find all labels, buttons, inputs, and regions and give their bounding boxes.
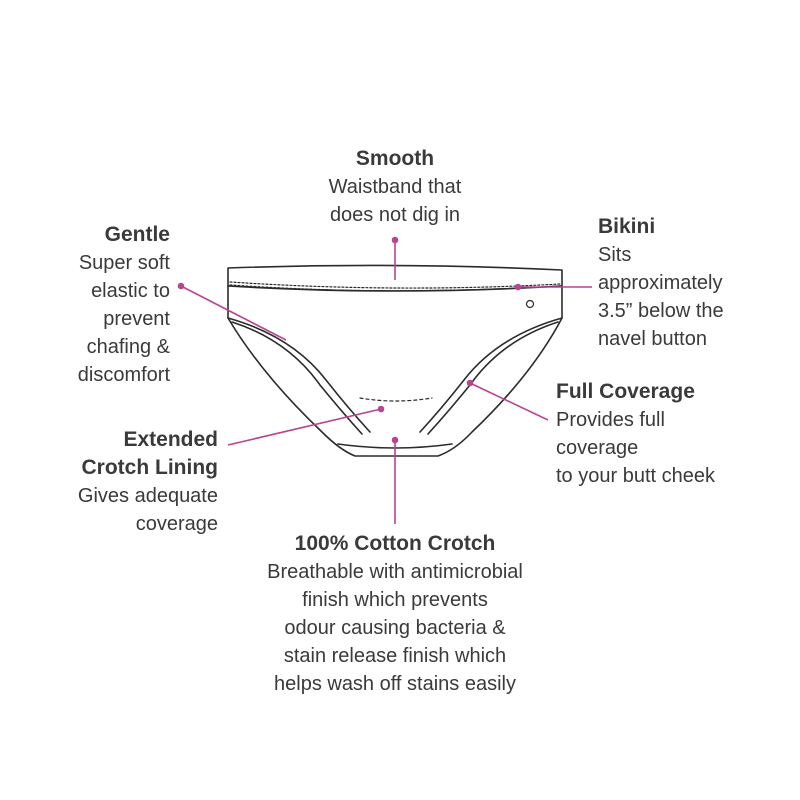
leader-full-coverage [469,382,549,421]
callout-extended-crotch-desc: Gives adequate coverage [77,485,218,535]
callout-cotton-crotch-title: 100% Cotton Crotch [294,532,496,555]
left-leg-inner [231,321,363,435]
leader-gentle-dot [177,282,185,290]
callout-cotton-crotch: 100% Cotton Crotch Breathable with antim… [225,530,565,698]
callout-cotton-crotch-desc: Breathable with antimicrobial finish whi… [267,561,523,695]
leader-cotton-crotch-dot [391,436,399,444]
crotch-seam [359,397,433,402]
leader-smooth-dot [391,236,399,244]
callout-full-coverage: Full Coverage Provides full coverage to … [556,378,786,490]
callout-extended-crotch-title: Extended Crotch Lining [81,428,218,479]
leader-bikini-dot [514,283,522,291]
waistband-stitch [229,281,561,289]
callout-gentle-title: Gentle [104,223,170,246]
callout-gentle-desc: Super soft elastic to prevent chafing & … [77,252,170,386]
leader-extended-crotch-dot [377,405,385,413]
leader-gentle [180,285,287,341]
right-leg-elastic [419,317,563,433]
label-dot [525,299,535,309]
callout-smooth: Smooth Waistband that does not dig in [292,145,498,229]
callout-full-coverage-title: Full Coverage [556,380,695,403]
callout-smooth-title: Smooth [355,147,435,170]
callout-extended-crotch: Extended Crotch Lining Gives adequate co… [20,426,218,538]
callout-full-coverage-desc: Provides full coverage to your butt chee… [556,409,715,487]
callout-smooth-desc: Waistband that does not dig in [328,176,462,226]
leader-full-coverage-dot [466,379,474,387]
garment-body [227,285,563,457]
callout-bikini-title: Bikini [598,215,656,238]
callout-gentle: Gentle Super soft elastic to prevent cha… [20,221,170,389]
callout-bikini-desc: Sits approximately 3.5” below the navel … [598,244,724,350]
callout-bikini: Bikini Sits approximately 3.5” below the… [598,213,788,353]
leader-extended-crotch [227,408,382,446]
